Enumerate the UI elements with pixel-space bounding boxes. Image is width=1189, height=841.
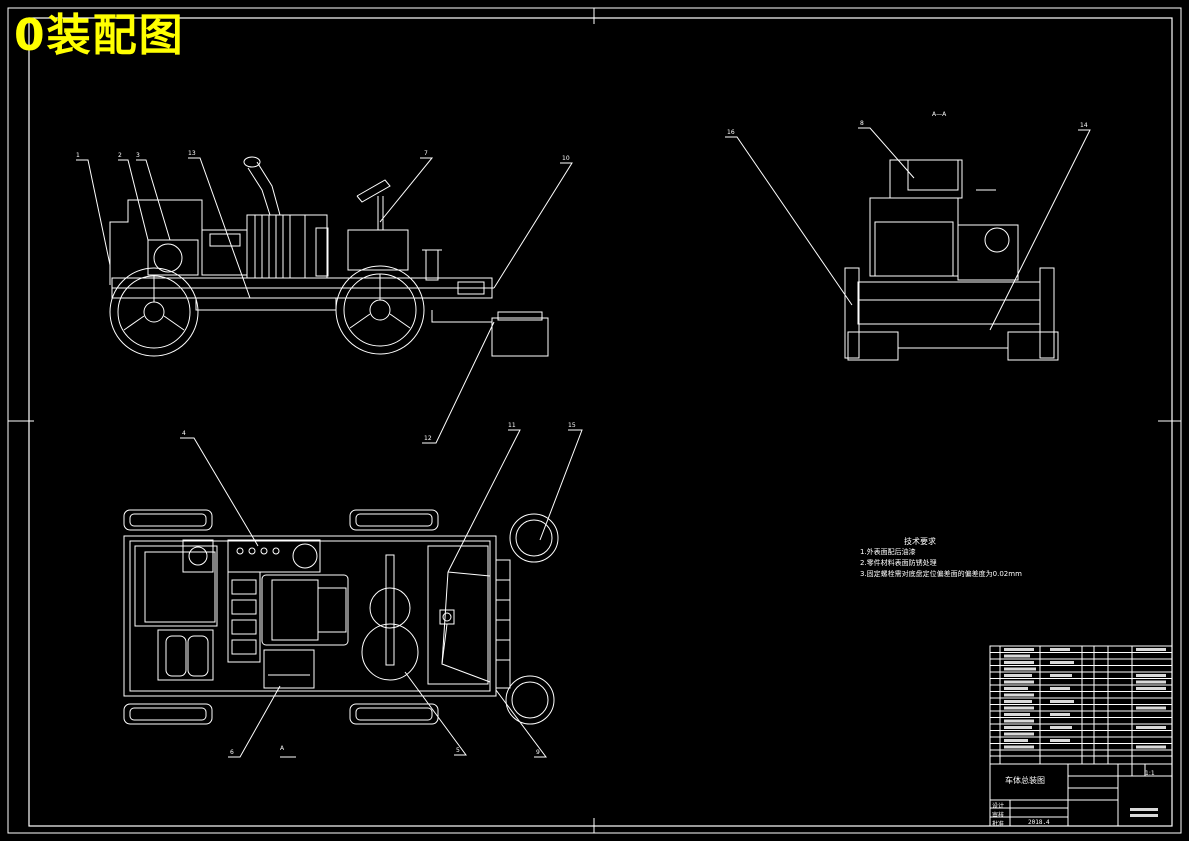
drawing-date: 2018.4 [1028,819,1050,826]
callout-10: 10 [562,155,570,162]
parts-list-text [1004,648,1166,817]
inner-frame [28,17,1173,827]
callout-13: 13 [188,150,196,157]
technical-note-item: 3.固定螺栓需对底盘定位偏差面的偏差度为0.02mm [860,570,1022,578]
section-label-plan: A [280,745,285,752]
callout-7: 7 [424,150,428,157]
callout-6: 6 [230,749,234,756]
callout-2: 2 [118,152,122,159]
callout-4: 4 [182,430,186,437]
side-view [76,156,573,444]
callout-14: 14 [1080,122,1088,129]
callout-8: 8 [860,120,864,127]
title-block-row-approve: 批准 [992,821,1005,828]
plan-view [123,429,583,758]
callout-11: 11 [508,422,516,429]
title-block-row-review: 审核 [992,812,1005,819]
front-view [725,127,1091,361]
page-title: 0装配图 [14,10,185,61]
callout-12: 12 [424,435,432,442]
callout-3: 3 [136,152,140,159]
drawing-scale: 1:1 [1145,770,1155,777]
callout-1: 1 [76,152,80,159]
callout-16: 16 [727,129,735,136]
technical-note-item: 1.外表面配后油漆 [860,548,916,556]
section-label-front: A—A [932,111,947,118]
callout-15: 15 [568,422,576,429]
technical-notes-heading: 技术要求 [904,537,936,546]
callout-9: 9 [536,749,540,756]
callout-5: 5 [456,747,460,754]
parts-list [989,645,1173,827]
technical-note-item: 2.零件材料表面防锈处理 [860,559,937,567]
title-block-row-design: 设计 [992,803,1005,810]
drawing-name: 车体总装图 [1005,776,1045,785]
technical-notes: 技术要求 1.外表面配后油漆 2.零件材料表面防锈处理 3.固定螺栓需对底盘定位… [860,536,1022,580]
